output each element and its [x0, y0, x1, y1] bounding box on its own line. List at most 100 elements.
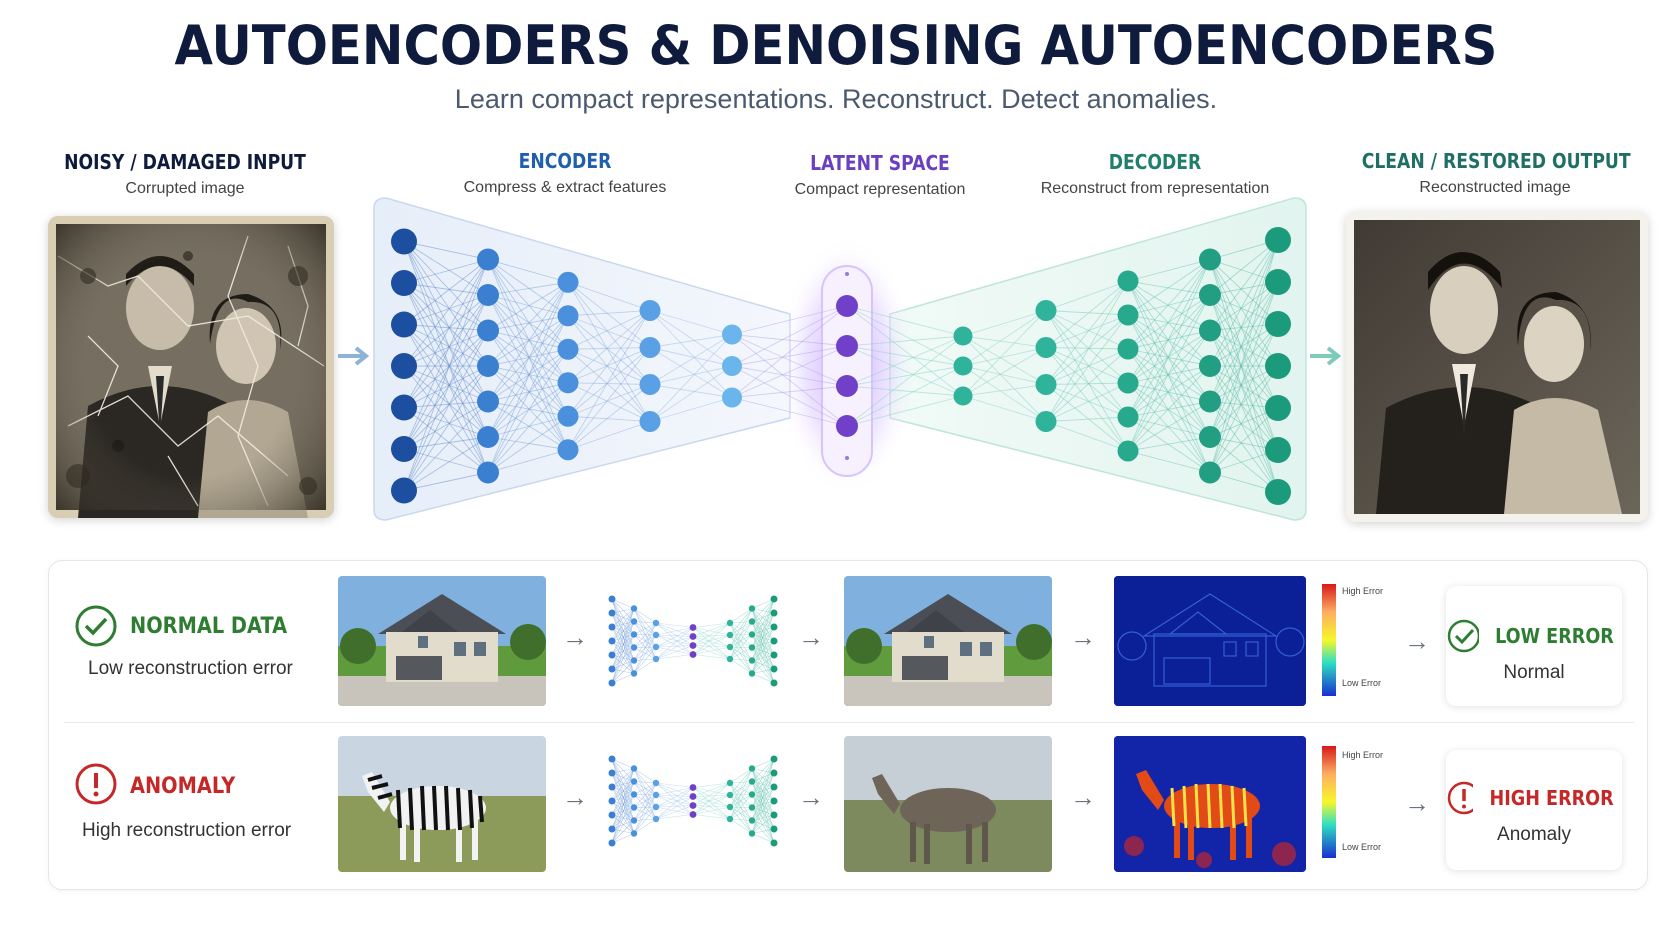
- network-connection: [1045, 314, 1129, 348]
- network-node: [630, 765, 638, 772]
- network-connection: [487, 401, 569, 451]
- network-node: [652, 655, 660, 663]
- network-connection: [1045, 416, 1129, 422]
- network-connection: [611, 640, 635, 648]
- network-connection: [1209, 281, 1279, 331]
- network-connection: [403, 324, 489, 402]
- network-connection: [729, 806, 753, 821]
- network-connection: [487, 382, 569, 402]
- network-connection: [846, 335, 964, 387]
- network-node: [639, 411, 661, 432]
- network-node: [770, 623, 778, 631]
- network-node: [391, 270, 417, 296]
- network-connection: [1127, 416, 1211, 473]
- network-connection: [611, 673, 635, 684]
- network-connection: [611, 800, 635, 834]
- network-connection: [611, 640, 635, 661]
- network-connection: [692, 627, 731, 648]
- network-connection: [633, 634, 657, 660]
- network-connection: [1127, 314, 1211, 367]
- network-connection: [729, 621, 753, 624]
- network-connection: [633, 794, 657, 820]
- network-node: [608, 811, 616, 819]
- network-connection: [567, 310, 651, 450]
- stage-encoder-title: ENCODER: [518, 149, 612, 173]
- network-connection: [487, 282, 569, 438]
- network-connection: [487, 315, 569, 473]
- network-connection: [962, 310, 1047, 397]
- stage-input-title: NOISY / DAMAGED INPUT: [64, 150, 306, 174]
- network-connection: [1045, 384, 1129, 418]
- network-connection: [649, 365, 733, 385]
- network-connection: [567, 281, 651, 348]
- network-connection: [487, 294, 569, 384]
- network-connection: [403, 282, 489, 438]
- network-connection: [655, 622, 694, 646]
- network-connection: [692, 796, 731, 820]
- network-connection: [487, 294, 569, 317]
- network-connection: [1127, 280, 1211, 473]
- network-connection: [1127, 314, 1211, 402]
- network-connection: [962, 335, 1047, 348]
- stage-latent-title: LATENT SPACE: [810, 151, 950, 175]
- network-connection: [751, 621, 775, 628]
- mini-network-nodes: [608, 755, 778, 847]
- network-node: [770, 665, 778, 673]
- network-node: [1199, 248, 1221, 271]
- network-connection: [633, 608, 657, 660]
- network-node: [726, 643, 734, 651]
- stage-decoder-header: DECODER Reconstruct from representation: [1010, 150, 1300, 198]
- network-connection: [403, 294, 489, 450]
- network-connection: [751, 598, 775, 635]
- network-connection: [1209, 294, 1279, 367]
- network-connection: [403, 365, 489, 450]
- network-connection: [487, 294, 569, 450]
- mini-autoencoder-icon: [608, 595, 778, 687]
- network-connection: [487, 330, 569, 451]
- network-connection: [751, 768, 775, 816]
- network-connection: [1127, 259, 1211, 282]
- network-connection: [1045, 347, 1129, 452]
- network-connection: [655, 787, 694, 820]
- network-node: [726, 631, 734, 639]
- network-node: [630, 670, 638, 677]
- network-connection: [487, 315, 569, 331]
- network-connection: [692, 782, 731, 788]
- network-connection: [751, 621, 775, 642]
- stage-output-header: CLEAN / RESTORED OUTPUT Reconstructed im…: [1340, 149, 1650, 197]
- network-connection: [567, 382, 651, 385]
- network-node: [608, 769, 616, 777]
- network-connection: [655, 622, 694, 655]
- network-connection: [751, 598, 775, 609]
- check-circle-icon: [1447, 619, 1480, 653]
- network-connection: [692, 794, 731, 815]
- network-connection: [633, 768, 657, 808]
- network-connection: [633, 621, 657, 624]
- network-connection: [729, 646, 753, 661]
- network-connection: [611, 598, 635, 609]
- network-connection: [655, 806, 694, 815]
- network-node: [770, 769, 778, 777]
- network-node: [477, 355, 499, 377]
- network-connection: [692, 622, 731, 637]
- network-node: [608, 651, 616, 659]
- network-node: [557, 305, 579, 327]
- network-connection: [649, 334, 733, 422]
- network-node: [689, 642, 697, 649]
- error-color-scale: [1322, 746, 1336, 858]
- network-connection: [1209, 365, 1279, 493]
- network-connection: [1127, 330, 1211, 418]
- network-connection: [611, 794, 635, 844]
- network-connection: [692, 636, 731, 660]
- network-node: [770, 755, 778, 763]
- network-connection: [567, 347, 651, 350]
- network-connection: [611, 608, 635, 628]
- network-connection: [633, 818, 657, 834]
- network-node: [1199, 426, 1221, 448]
- network-connection: [729, 782, 753, 795]
- network-connection: [403, 436, 489, 491]
- network-connection: [1127, 259, 1211, 316]
- network-connection: [692, 806, 731, 815]
- network-connection: [633, 608, 657, 624]
- network-node: [770, 651, 778, 659]
